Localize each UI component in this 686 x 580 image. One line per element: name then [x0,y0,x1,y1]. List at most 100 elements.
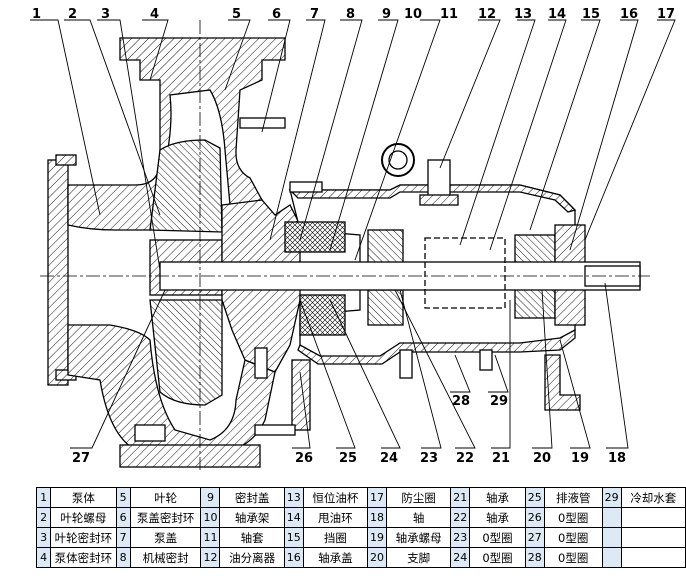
callout-label: 3 [101,7,110,22]
part-number: 4 [35,547,52,568]
part-name: 冷却水套 [620,487,686,508]
part-number [601,527,622,548]
part-number: 28 [524,547,545,568]
part-number: 29 [601,487,622,508]
callout-label: 21 [492,451,510,466]
callout-label: 24 [380,451,398,466]
callout-label: 15 [582,7,600,22]
callout-label: 26 [295,451,313,466]
callout-label: 20 [533,451,551,466]
part-number: 12 [200,547,221,568]
part-number: 19 [366,527,387,548]
part-name: 0型圈 [543,547,603,568]
callout-label: 2 [68,7,77,22]
part-number: 9 [200,487,221,508]
part-number: 13 [283,487,304,508]
part-number: 20 [366,547,387,568]
callout-label: 19 [571,451,589,466]
part-number [601,507,622,528]
callout-label: 4 [150,7,159,22]
callout-label: 1 [32,7,41,22]
callout-label: 22 [456,451,474,466]
callout-label: 6 [272,7,281,22]
callout-label: 29 [490,394,508,409]
part-name: 轴 [385,507,452,528]
part-name: 机械密封 [129,547,202,568]
callout-label: 9 [382,7,391,22]
part-number: 25 [524,487,545,508]
part-name [620,527,686,548]
callout-label: 5 [232,7,241,22]
part-number: 3 [35,527,52,548]
part-name: 恒位油杯 [302,487,368,508]
part-name: 轴承架 [219,507,285,528]
part-name: 0型圈 [543,527,603,548]
part-name: 泵盖 [129,527,202,548]
callout-label: 18 [608,451,626,466]
part-number: 8 [115,547,131,568]
part-number: 17 [366,487,387,508]
part-number: 14 [283,507,304,528]
part-name [620,507,686,528]
part-name: 密封盖 [219,487,285,508]
part-name: 油分离器 [219,547,285,568]
part-number: 21 [450,487,471,508]
part-number: 24 [450,547,471,568]
part-name: 泵盖密封环 [129,507,202,528]
pump-cross-section-drawing: 1 2 3 4 5 6 7 8 9 10 11 12 13 14 15 16 1… [30,7,676,470]
part-number: 16 [283,547,304,568]
part-number: 2 [35,507,52,528]
callout-label: 8 [346,7,355,22]
part-name: 防尘圈 [385,487,452,508]
part-number: 27 [524,527,545,548]
callout-label: 14 [548,7,566,22]
part-name: 叶轮密封环 [50,527,117,548]
callout-label: 7 [310,7,319,22]
part-number: 22 [450,507,471,528]
part-number: 11 [200,527,221,548]
part-name: 轴承螺母 [385,527,452,548]
part-name: 挡圈 [302,527,368,548]
part-number: 10 [200,507,221,528]
callout-label: 13 [514,7,532,22]
part-number: 1 [35,487,52,508]
part-number [601,547,622,568]
callout-label: 23 [420,451,438,466]
part-name: 0型圈 [543,507,603,528]
part-name: 支脚 [385,547,452,568]
part-number: 23 [450,527,471,548]
part-name: 甩油环 [302,507,368,528]
callout-label: 28 [452,394,470,409]
part-name: 叶轮螺母 [50,507,117,528]
callout-labels: 1 2 3 4 5 6 7 8 9 10 11 12 13 14 15 16 1… [32,7,675,466]
part-number: 26 [524,507,545,528]
pump-body [47,37,641,468]
part-name: 泵体 [50,487,117,508]
part-name: 0型圈 [469,547,526,568]
part-name: 轴套 [219,527,285,548]
callout-label: 17 [657,7,675,22]
part-name: 排液管 [543,487,603,508]
part-number: 15 [283,527,304,548]
part-number: 18 [366,507,387,528]
part-name: 轴承 [469,507,526,528]
part-name: 轴承 [469,487,526,508]
callout-label: 25 [339,451,357,466]
callout-label: 11 [440,7,458,22]
leader-lines [30,19,676,449]
callout-label: 12 [478,7,496,22]
part-number: 7 [115,527,131,548]
callout-label: 16 [620,7,638,22]
callout-label: 10 [404,7,422,22]
part-number: 5 [115,487,131,508]
part-number: 6 [115,507,131,528]
part-name: 轴承盖 [302,547,368,568]
part-name: 叶轮 [129,487,202,508]
part-name [620,547,686,568]
